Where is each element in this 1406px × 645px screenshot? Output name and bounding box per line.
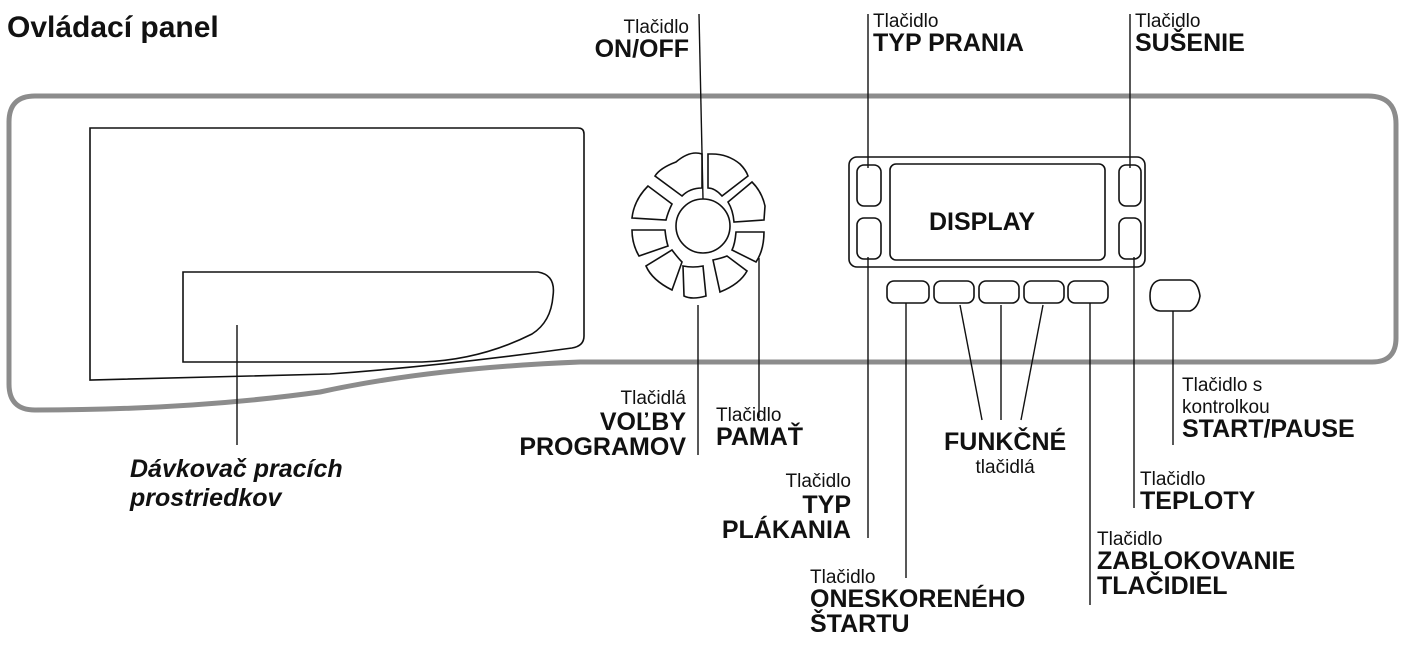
- program-button-8[interactable]: [631, 229, 670, 257]
- page-title: Ovládací panel: [7, 11, 219, 44]
- wash-type-label: Tlačidlo TYP PRANIA: [873, 12, 1024, 56]
- function-buttons-label: FUNKČNÉ tlačidlá: [944, 428, 1067, 478]
- rinse-type-label-small: Tlačidlo: [785, 471, 851, 492]
- leader-function-3: [1020, 304, 1044, 421]
- temperature-label: Tlačidlo TEPLOTY: [1140, 470, 1255, 514]
- drying-label-big: SUŠENIE: [1135, 29, 1245, 57]
- button-lock-button[interactable]: [1067, 280, 1109, 304]
- function-button-2[interactable]: [978, 280, 1020, 304]
- program-select-label-big-2: PROGRAMOV: [519, 433, 686, 461]
- rinse-type-label: Tlačidlo TYP PLÁKANIA: [722, 472, 851, 543]
- delayed-start-label-small: Tlačidlo: [810, 567, 876, 588]
- button-lock-label-big-1: ZABLOKOVANIE: [1097, 547, 1296, 575]
- detergent-dispenser-label: Dávkovač pracích prostriedkov: [130, 455, 343, 513]
- leader-lines: [236, 13, 1174, 605]
- function-button-3[interactable]: [1023, 280, 1065, 304]
- delayed-start-label: Tlačidlo ONESKORENÉHO ŠTARTU: [810, 568, 1025, 637]
- button-lock-label-small: Tlačidlo: [1097, 529, 1163, 550]
- program-button-9[interactable]: [631, 184, 674, 221]
- display-screen: [889, 163, 1106, 261]
- detergent-dispenser-label-line-2: prostriedkov: [130, 483, 282, 512]
- program-select-label-big-1: VOĽBY: [599, 408, 686, 436]
- start-pause-label: Tlačidlo s kontrolkou START/PAUSE: [1182, 376, 1355, 442]
- program-selector-ring[interactable]: [631, 152, 766, 299]
- on-off-button[interactable]: [675, 198, 731, 254]
- wash-type-label-big: TYP PRANIA: [873, 29, 1024, 57]
- function-buttons-label-big: FUNKČNÉ: [944, 428, 1067, 456]
- temperature-label-big: TEPLOTY: [1140, 487, 1256, 515]
- program-select-label-small: Tlačidlá: [620, 388, 686, 409]
- delayed-start-label-big-1: ONESKORENÉHO: [810, 585, 1026, 613]
- leader-function-1: [959, 304, 983, 421]
- program-select-label: Tlačidlá VOĽBY PROGRAMOV: [519, 389, 686, 460]
- display-housing: [848, 156, 1146, 268]
- program-button-6[interactable]: [682, 265, 707, 299]
- program-button-7[interactable]: [644, 248, 683, 292]
- start-pause-button[interactable]: [1149, 279, 1201, 312]
- function-button-1[interactable]: [933, 280, 975, 304]
- start-pause-label-small-1: Tlačidlo s: [1182, 375, 1263, 396]
- on-off-label-big: ON/OFF: [594, 35, 689, 63]
- detergent-dispenser-handle: [182, 271, 555, 363]
- start-pause-label-small-2: kontrolkou: [1182, 397, 1270, 418]
- memory-label-small: Tlačidlo: [716, 405, 782, 426]
- program-button-4[interactable]: [730, 231, 765, 264]
- memory-label: Tlačidlo PAMAŤ: [716, 406, 803, 450]
- panel-outline: [6, 93, 1399, 413]
- start-pause-label-big: START/PAUSE: [1182, 415, 1355, 443]
- rinse-type-button[interactable]: [856, 217, 882, 260]
- detergent-dispenser-label-line-1: Dávkovač pracích: [130, 455, 343, 483]
- drying-label-small: Tlačidlo: [1135, 11, 1201, 32]
- wash-type-label-small: Tlačidlo: [873, 11, 939, 32]
- button-lock-label: Tlačidlo ZABLOKOVANIE TLAČIDIEL: [1097, 530, 1295, 599]
- detergent-dispenser-drawer: [89, 127, 585, 381]
- rinse-type-label-big-1: TYP: [802, 491, 851, 519]
- wash-type-button[interactable]: [856, 164, 882, 207]
- temperature-button[interactable]: [1118, 217, 1142, 260]
- program-button-3[interactable]: [726, 180, 766, 223]
- delayed-start-button[interactable]: [886, 280, 930, 304]
- display-label: DISPLAY: [929, 208, 1036, 236]
- delayed-start-label-big-2: ŠTARTU: [810, 610, 910, 638]
- on-off-label: Tlačidlo ON/OFF: [595, 18, 689, 62]
- memory-label-big: PAMAŤ: [716, 423, 804, 451]
- temperature-label-small: Tlačidlo: [1140, 469, 1206, 490]
- drying-button[interactable]: [1118, 164, 1142, 207]
- button-lock-label-big-2: TLAČIDIEL: [1097, 572, 1228, 600]
- leader-on-off: [698, 13, 704, 200]
- program-button-5[interactable]: [712, 255, 749, 294]
- drying-label: Tlačidlo SUŠENIE: [1135, 12, 1245, 56]
- program-button-1[interactable]: [653, 152, 703, 198]
- program-button-2[interactable]: [707, 153, 749, 198]
- on-off-label-small: Tlačidlo: [623, 17, 689, 38]
- function-buttons-label-small: tlačidlá: [975, 457, 1035, 478]
- rinse-type-label-big-2: PLÁKANIA: [721, 516, 851, 544]
